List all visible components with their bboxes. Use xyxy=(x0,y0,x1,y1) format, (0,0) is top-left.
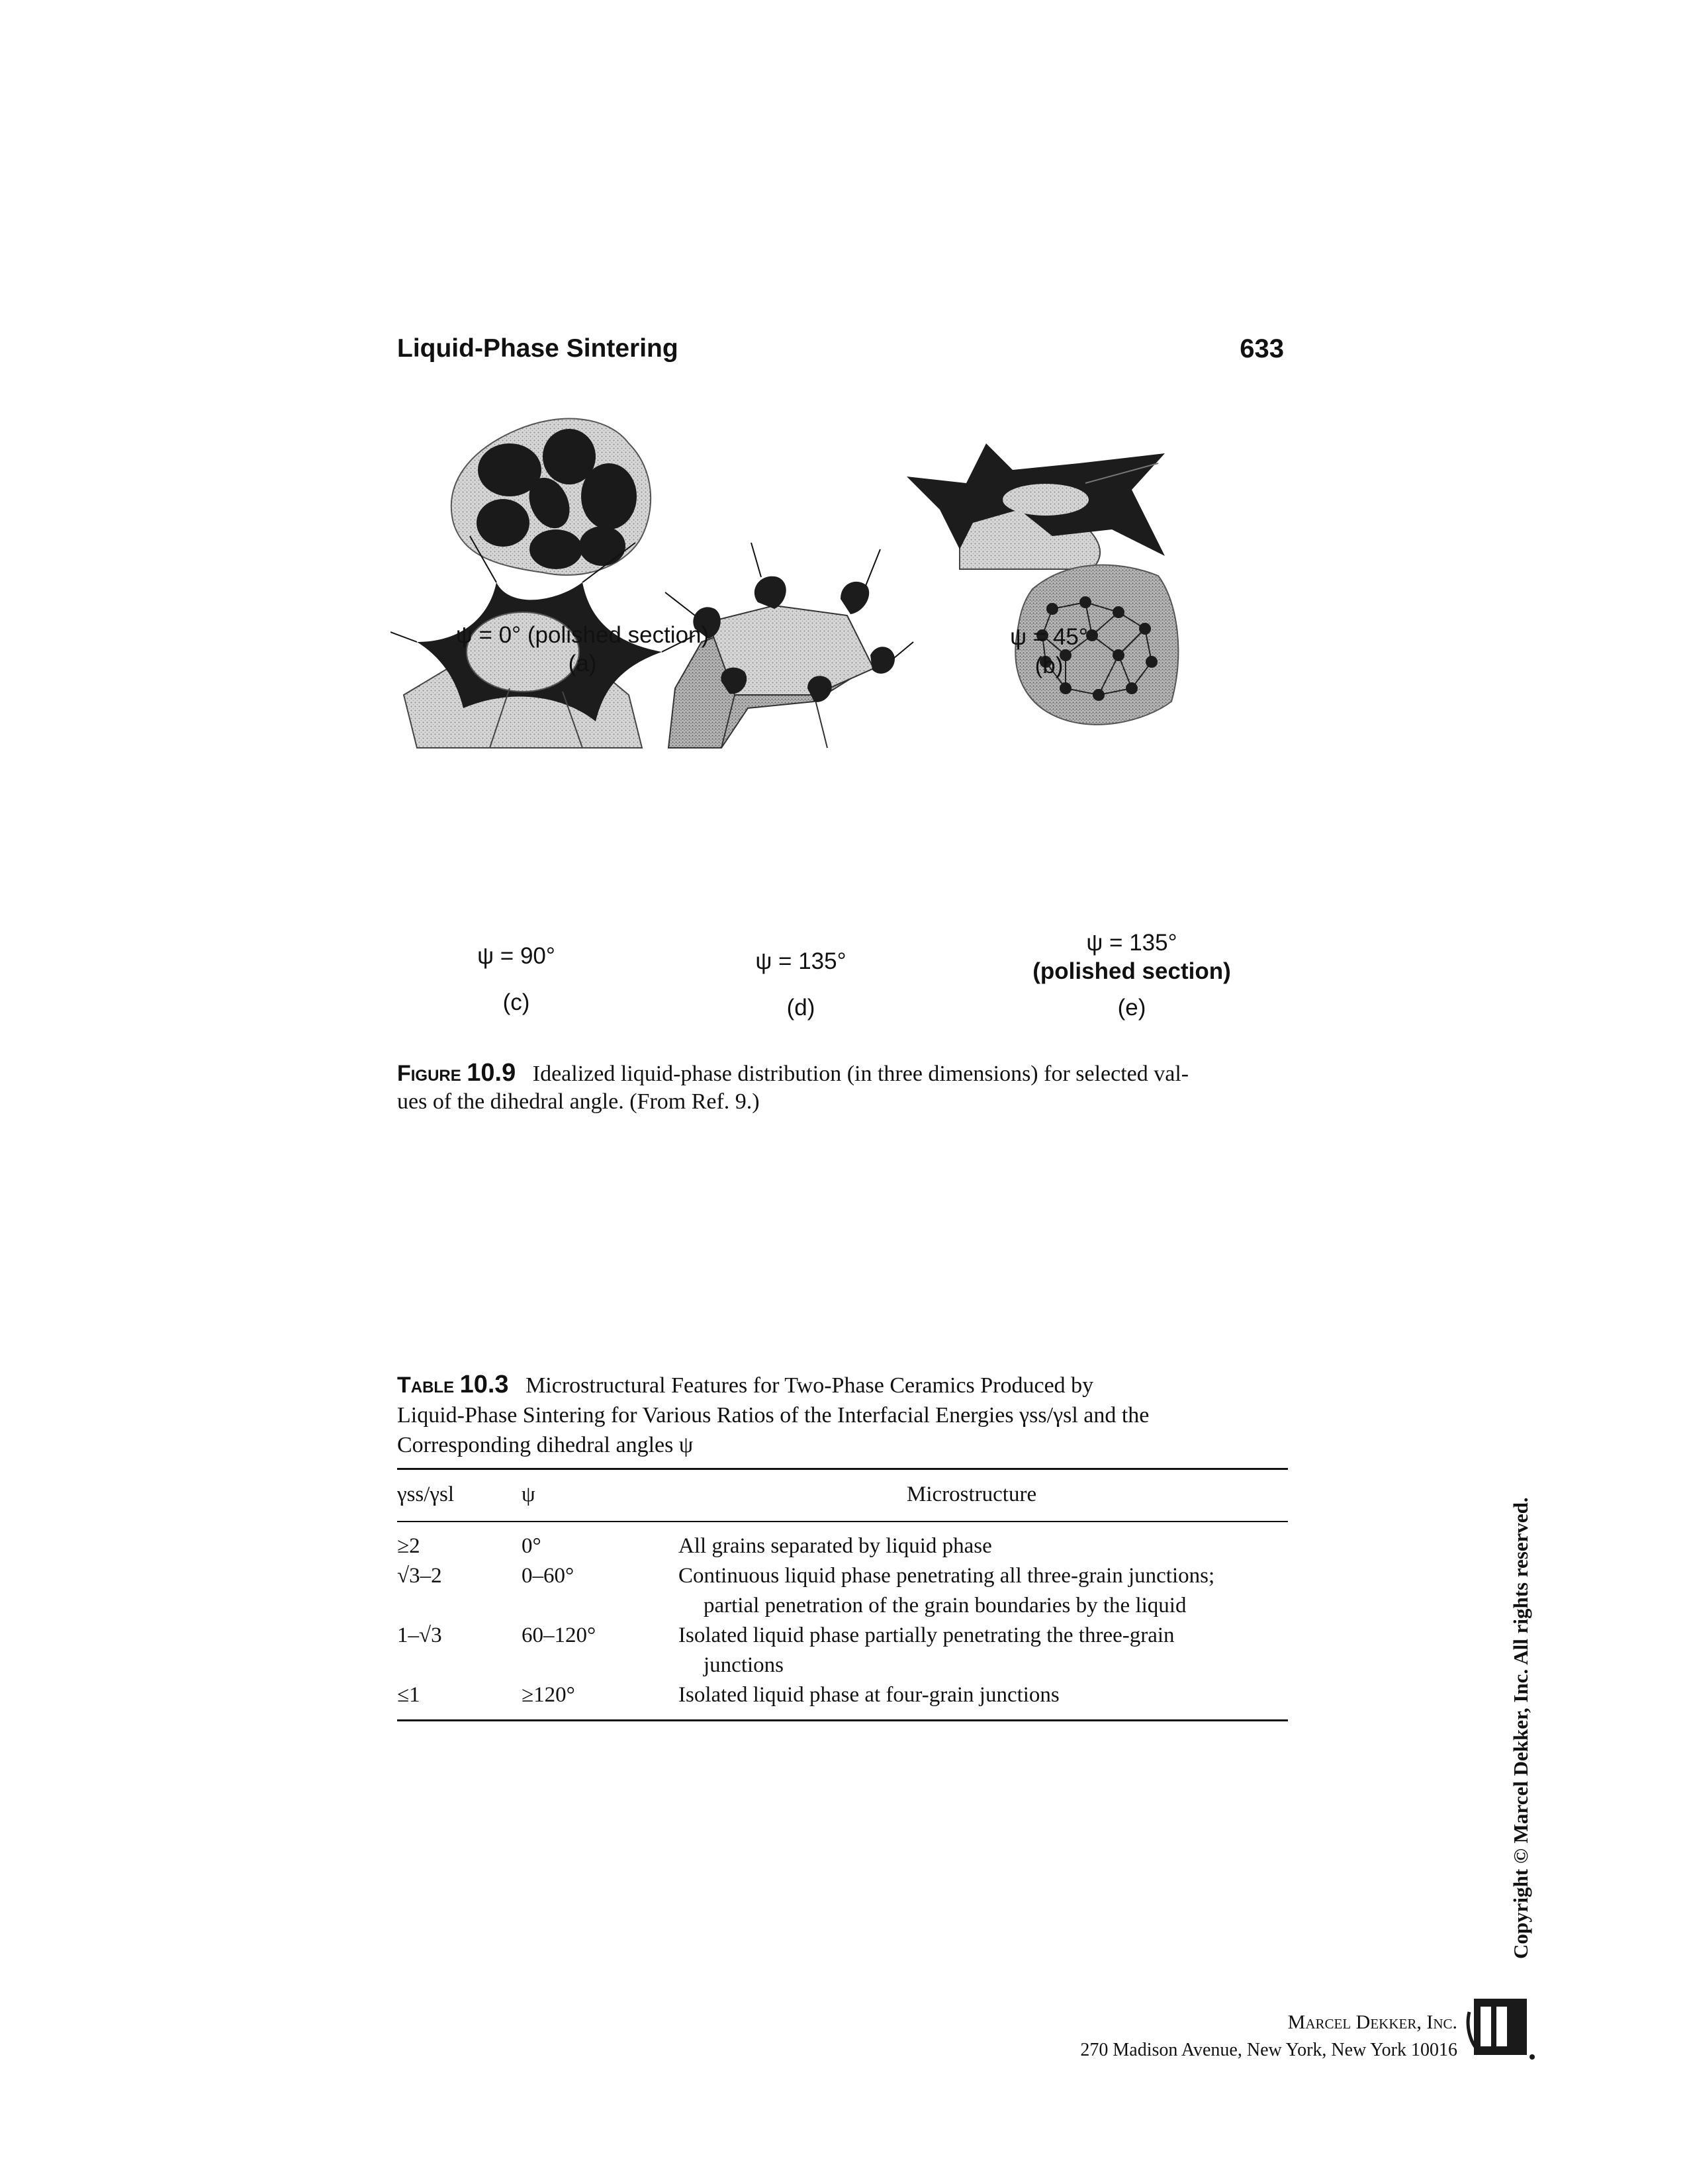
panel-b-letter: (b) xyxy=(1034,653,1064,678)
panel-e-letter: (e) xyxy=(1117,995,1146,1021)
panel-c-letter: (c) xyxy=(502,989,530,1015)
panel-a-letter: (a) xyxy=(568,651,597,676)
publisher-logo-icon xyxy=(1466,1999,1535,2060)
row3-psi: 60–120° xyxy=(522,1623,596,1647)
table-title: Table 10.3 Microstructural Features for … xyxy=(397,1370,1291,1460)
panel-e-psi-line2: (polished section) xyxy=(1032,958,1231,984)
copyright-notice: Copyright © Marcel Dekker, Inc. All righ… xyxy=(1509,1497,1532,1959)
panel-b-drawing xyxy=(907,443,1165,570)
table-label: Table xyxy=(397,1373,455,1398)
table-number: 10.3 xyxy=(459,1371,509,1398)
row4-psi: ≥120° xyxy=(522,1683,575,1707)
panel-b-psi: ψ = 45° xyxy=(1010,624,1088,650)
table-bottom-rule xyxy=(397,1719,1288,1721)
row2-ratio: √3–2 xyxy=(397,1564,442,1588)
row2-micro: Continuous liquid phase penetrating all … xyxy=(678,1564,1215,1588)
panel-d-psi: ψ = 135° xyxy=(755,948,846,974)
table-header-rule xyxy=(397,1521,1288,1522)
page-header: Liquid-Phase Sintering 633 xyxy=(397,334,1284,374)
panel-c-drawing xyxy=(390,535,696,749)
figure-number: 10.9 xyxy=(467,1059,516,1087)
figure-caption-line2: ues of the dihedral angle. (From Ref. 9.… xyxy=(397,1089,760,1114)
row4-micro: Isolated liquid phase at four-grain junc… xyxy=(678,1683,1060,1707)
table-title-line3: Corresponding dihedral angles ψ xyxy=(397,1433,694,1457)
col-header-psi: ψ xyxy=(522,1482,535,1506)
panel-a-drawing xyxy=(450,418,652,576)
row2-psi: 0–60° xyxy=(522,1564,574,1588)
row3-micro-cont: junctions xyxy=(704,1653,784,1677)
col-header-microstructure: Microstructure xyxy=(907,1482,1037,1506)
figure-caption: Figure 10.9 Idealized liquid-phase distr… xyxy=(397,1059,1291,1116)
panel-c-psi: ψ = 90° xyxy=(477,943,555,969)
row1-psi: 0° xyxy=(522,1534,541,1558)
page-number: 633 xyxy=(1240,334,1284,363)
figure-label: Figure xyxy=(397,1061,461,1086)
row3-micro: Isolated liquid phase partially penetrat… xyxy=(678,1623,1175,1647)
table-title-line2: Liquid-Phase Sintering for Various Ratio… xyxy=(397,1403,1150,1428)
row1-ratio: ≥2 xyxy=(397,1534,420,1558)
publisher-name: Marcel Dekker, Inc. xyxy=(1287,2011,1457,2033)
figure-caption-line1: Idealized liquid-phase distribution (in … xyxy=(532,1062,1189,1086)
panel-d-letter: (d) xyxy=(786,995,815,1021)
col-header-ratio: γss/γsl xyxy=(397,1482,455,1506)
table-title-line1: Microstructural Features for Two-Phase C… xyxy=(525,1373,1094,1398)
table-top-rule xyxy=(397,1468,1288,1470)
panel-e-psi: ψ = 135° xyxy=(1086,930,1177,956)
row3-ratio: 1–√3 xyxy=(397,1623,442,1647)
row2-micro-cont: partial penetration of the grain boundar… xyxy=(704,1594,1187,1617)
publisher-block: Marcel Dekker, Inc. 270 Madison Avenue, … xyxy=(1080,2009,1457,2064)
figure-10-9: ψ = 0° (polished section) (a) ψ = 45° (b… xyxy=(390,404,1291,1052)
row4-ratio: ≤1 xyxy=(397,1683,420,1707)
panel-d-drawing xyxy=(664,542,914,749)
row1-micro: All grains separated by liquid phase xyxy=(678,1534,992,1558)
figure-drawings xyxy=(390,418,1179,749)
running-title: Liquid-Phase Sintering xyxy=(397,334,678,363)
panel-e-drawing xyxy=(1015,564,1179,725)
panel-a-psi: ψ = 0° (polished section) xyxy=(455,622,709,648)
publisher-address: 270 Madison Avenue, New York, New York 1… xyxy=(1080,2040,1457,2060)
